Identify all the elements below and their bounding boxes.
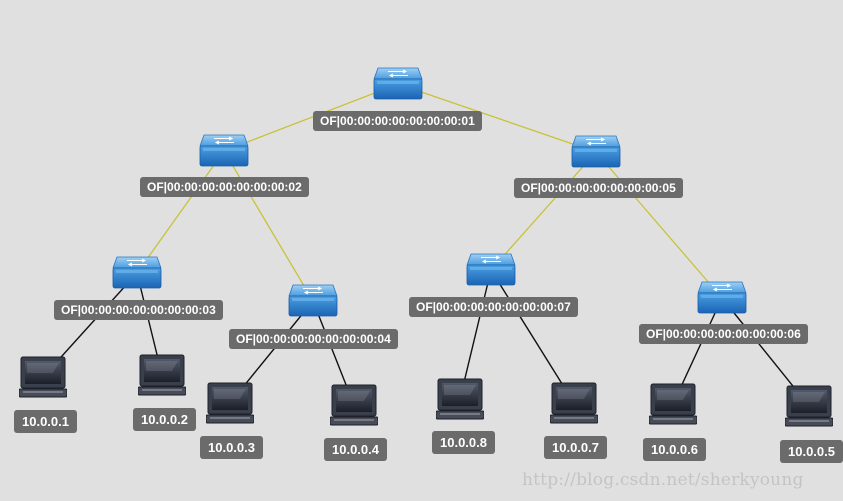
switch-label-s2: OF|00:00:00:00:00:00:00:02: [140, 177, 309, 197]
host-label-h3: 10.0.0.3: [200, 436, 263, 459]
computer-host-icon-h5[interactable]: [784, 385, 834, 432]
host-label-h1: 10.0.0.1: [14, 410, 77, 433]
switch-label-s4: OF|00:00:00:00:00:00:00:04: [229, 329, 398, 349]
computer-host-icon-h2[interactable]: [137, 354, 187, 401]
computer-host-icon-h6[interactable]: [648, 383, 698, 430]
host-label-h7: 10.0.0.7: [544, 436, 607, 459]
network-switch-icon-s6[interactable]: [697, 281, 747, 320]
host-label-h8: 10.0.0.8: [432, 431, 495, 454]
network-switch-icon-s5[interactable]: [571, 135, 621, 174]
switch-label-s5: OF|00:00:00:00:00:00:00:05: [514, 178, 683, 198]
computer-host-icon-h4[interactable]: [329, 384, 379, 431]
computer-host-icon-h1[interactable]: [18, 356, 68, 403]
network-switch-icon-s7[interactable]: [466, 253, 516, 292]
host-label-h4: 10.0.0.4: [324, 438, 387, 461]
link-s2-s3: [136, 150, 225, 274]
switch-label-s3: OF|00:00:00:00:00:00:00:03: [54, 300, 223, 320]
computer-host-icon-h7[interactable]: [549, 382, 599, 429]
computer-host-icon-h8[interactable]: [435, 378, 485, 425]
network-switch-icon-s3[interactable]: [112, 256, 162, 295]
network-switch-icon-s1[interactable]: [373, 67, 423, 106]
network-switch-icon-s4[interactable]: [288, 284, 338, 323]
link-s1-s2: [223, 83, 399, 152]
network-switch-icon-s2[interactable]: [199, 134, 249, 173]
link-s5-s6: [595, 151, 723, 299]
host-label-h6: 10.0.0.6: [643, 438, 706, 461]
link-s1-s5: [397, 83, 597, 153]
computer-host-icon-h3[interactable]: [205, 382, 255, 429]
link-s5-s7: [490, 151, 597, 271]
host-label-h5: 10.0.0.5: [780, 440, 843, 463]
switch-label-s1: OF|00:00:00:00:00:00:00:01: [313, 111, 482, 131]
host-label-h2: 10.0.0.2: [133, 408, 196, 431]
link-s7-h7: [490, 269, 575, 404]
switch-label-s7: OF|00:00:00:00:00:00:00:07: [409, 297, 578, 317]
switch-label-s6: OF|00:00:00:00:00:00:00:06: [639, 324, 808, 344]
link-s7-h8: [459, 269, 492, 400]
link-s2-s4: [223, 150, 314, 302]
watermark: http://blog.csdn.net/sherkyoung: [522, 470, 804, 490]
